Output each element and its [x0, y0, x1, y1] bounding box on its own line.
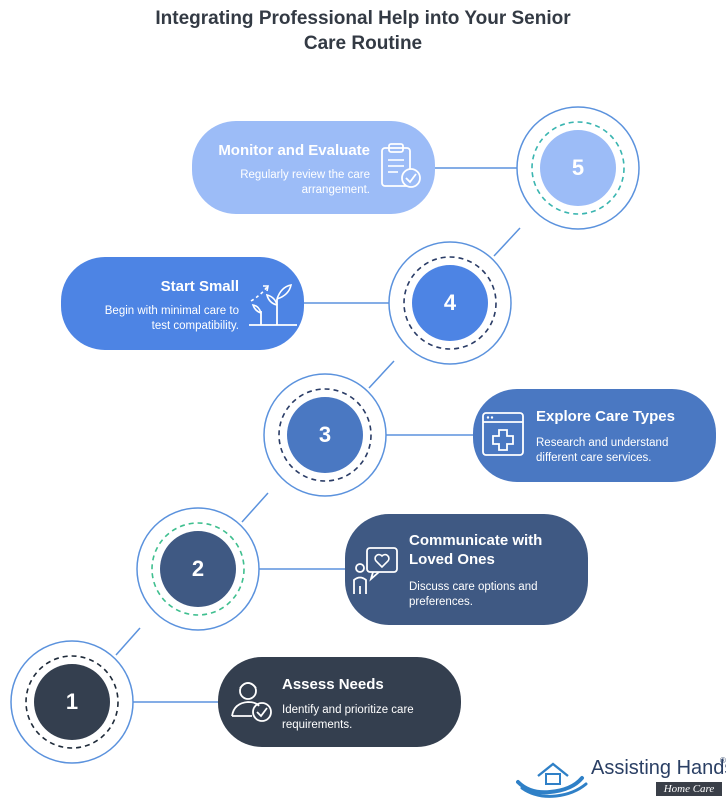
logo-registered-mark: ®	[720, 756, 726, 765]
link-2-3	[241, 492, 269, 523]
step-4-title: Start Small	[160, 278, 239, 295]
step-4-number: 4	[443, 290, 457, 315]
step-5-dashed-ring	[531, 121, 625, 215]
step-1-circle: 1	[34, 664, 110, 740]
step-5-desc-line-2: arrangement.	[301, 184, 370, 196]
step-1-dashed-ring	[25, 655, 119, 749]
step-2-card: Communicate with Loved Ones Discuss care…	[345, 514, 588, 625]
step-2-dashed-ring	[151, 522, 245, 616]
step-1-desc-line-1: Identify and prioritize care	[282, 704, 414, 716]
step-1-desc-line-2: requirements.	[282, 719, 353, 731]
step-1-title: Assess Needs	[282, 676, 384, 693]
link-3-4	[368, 360, 395, 389]
step-1-description: Identify and prioritize care requirement…	[282, 703, 414, 733]
hands-house-icon	[516, 762, 588, 798]
title-line-1: Integrating Professional Help into Your …	[155, 8, 571, 29]
link-4-5	[493, 227, 521, 257]
step-2-desc-line-2: preferences.	[409, 596, 473, 608]
step-5-description: Regularly review the care arrangement.	[240, 168, 370, 198]
person-check-icon	[231, 682, 272, 722]
step-5-circle: 5	[540, 130, 616, 206]
step-2-title-line-2: Loved Ones	[409, 551, 495, 568]
step-3-title: Explore Care Types	[536, 408, 675, 425]
logo-name: Assisting Hands	[591, 757, 726, 779]
step-5-title: Monitor and Evaluate	[218, 142, 370, 159]
step-4-description: Begin with minimal care to test compatib…	[105, 304, 239, 334]
title-line-2: Care Routine	[303, 33, 423, 54]
step-3-desc-line-2: different care services.	[536, 452, 652, 464]
step-5-number: 5	[571, 155, 585, 180]
step-4-circle: 4	[412, 265, 488, 341]
step-2-title: Communicate with Loved Ones	[409, 531, 542, 569]
medical-window-icon	[482, 412, 524, 456]
step-3-card: Explore Care Types Research and understa…	[473, 389, 716, 482]
link-1-2	[115, 627, 141, 656]
step-2-number: 2	[191, 556, 205, 581]
step-3-dashed-ring	[278, 388, 372, 482]
step-2-title-line-1: Communicate with	[409, 532, 543, 549]
step-4-card: Start Small Begin with minimal care to t…	[61, 257, 304, 350]
step-3-description: Research and understand different care s…	[536, 436, 668, 466]
growing-plants-icon	[249, 283, 297, 326]
step-3-number: 3	[318, 422, 332, 447]
clipboard-check-icon	[381, 143, 421, 188]
page-title: Integrating Professional Help into Your …	[0, 6, 726, 56]
heart-chat-icon	[353, 547, 398, 594]
logo-subtitle: Home Care	[656, 782, 722, 796]
step-5-desc-line-1: Regularly review the care	[240, 169, 370, 181]
step-3-circle: 3	[287, 397, 363, 473]
step-2-circle: 2	[160, 531, 236, 607]
step-4-dashed-ring	[403, 256, 497, 350]
brand-logo: Assisting Hands ® Home Care	[516, 750, 726, 800]
step-5-card: Monitor and Evaluate Regularly review th…	[192, 121, 435, 214]
step-3-desc-line-1: Research and understand	[536, 437, 669, 449]
step-1-number: 1	[65, 689, 79, 714]
step-4-desc-line-1: Begin with minimal care to	[104, 305, 239, 317]
step-1-card: Assess Needs Identify and prioritize car…	[218, 657, 461, 747]
step-2-description: Discuss care options and preferences.	[409, 580, 537, 610]
step-4-desc-line-2: test compatibility.	[151, 320, 239, 332]
step-2-desc-line-1: Discuss care options and	[409, 581, 538, 593]
